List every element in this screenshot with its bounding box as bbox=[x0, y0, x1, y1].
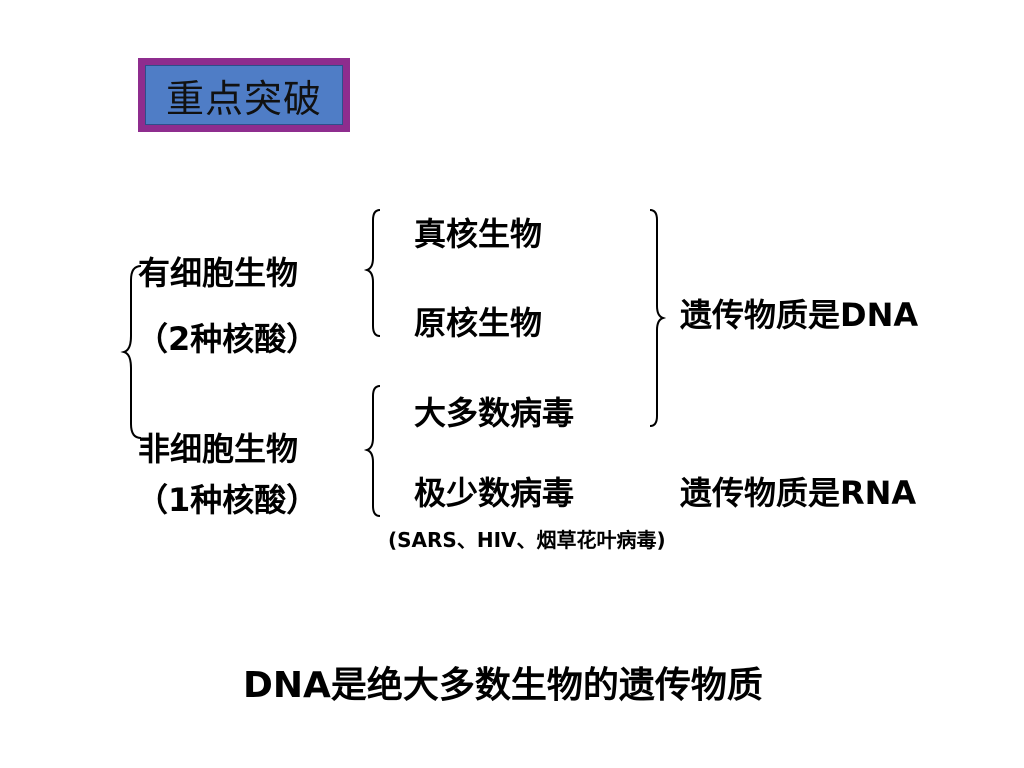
most-viruses-label: 大多数病毒 bbox=[414, 394, 575, 432]
virus-examples: (SARS、HIV、烟草花叶病毒) bbox=[388, 528, 666, 552]
few-viruses-label: 极少数病毒 bbox=[414, 474, 575, 512]
dna-result: 遗传物质是DNA bbox=[680, 296, 919, 334]
title-text: 重点突破 bbox=[145, 65, 343, 125]
rna-result: 遗传物质是RNA bbox=[680, 474, 917, 512]
cellular-nucleic-acid: （2种核酸） bbox=[136, 320, 319, 358]
conclusion: DNA是绝大多数生物的遗传物质 bbox=[243, 665, 763, 706]
title-box: 重点突破 bbox=[138, 58, 350, 132]
brace-dna bbox=[649, 209, 667, 427]
prokaryote-label: 原核生物 bbox=[414, 304, 543, 342]
cellular-label: 有细胞生物 bbox=[138, 254, 299, 292]
acellular-nucleic-acid: （1种核酸） bbox=[136, 481, 319, 519]
acellular-label: 非细胞生物 bbox=[138, 430, 299, 468]
eukaryote-label: 真核生物 bbox=[414, 215, 543, 253]
brace-acellular bbox=[363, 385, 381, 517]
brace-cellular bbox=[363, 209, 381, 337]
